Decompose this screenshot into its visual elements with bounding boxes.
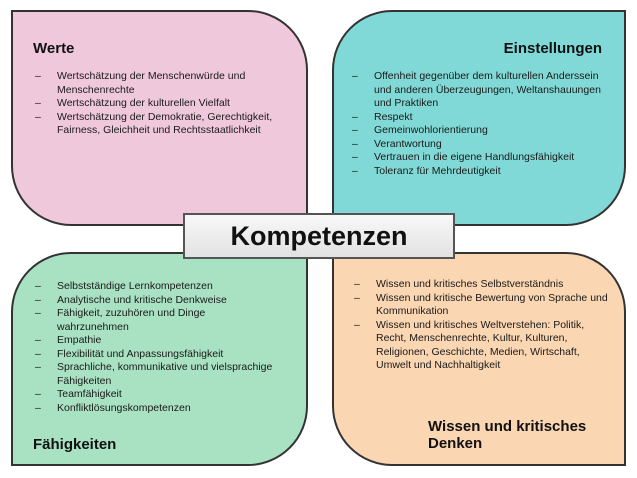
list-item: Wertschätzung der Demokratie, Gerechtigk… <box>35 111 285 138</box>
werte-panel: Werte Wertschätzung der Menschenwürde un… <box>11 10 308 226</box>
list-item: Vertrauen in die eigene Handlungsfähigke… <box>352 151 610 165</box>
list-item: Flexibilität und Anpassungsfähigkeit <box>35 348 275 362</box>
list-item: Wertschätzung der kulturellen Vielfalt <box>35 97 285 111</box>
list-item: Wissen und kritisches Selbstverständnis <box>354 278 616 292</box>
list-item: Wissen und kritische Bewertung von Sprac… <box>354 292 616 319</box>
list-item: Offenheit gegenüber dem kulturellen Ande… <box>352 70 610 111</box>
list-item: Fähigkeit, zuzuhören und Dinge wahrzuneh… <box>35 307 275 334</box>
list-item: Selbstständige Lernkompetenzen <box>35 280 275 294</box>
wissen-title: Wissen und kritisches Denken <box>428 418 587 452</box>
werte-title: Werte <box>33 40 75 57</box>
list-item: Sprachliche, kommunikative und vielsprac… <box>35 361 275 388</box>
faehigkeiten-panel: Selbstständige Lernkompetenzen Analytisc… <box>11 252 308 466</box>
werte-list: Wertschätzung der Menschenwürde und Mens… <box>35 70 285 138</box>
list-item: Respekt <box>352 111 610 125</box>
list-item: Gemeinwohlorientierung <box>352 124 610 138</box>
list-item: Empathie <box>35 334 275 348</box>
einstellungen-panel: Einstellungen Offenheit gegenüber dem ku… <box>332 10 626 226</box>
list-item: Wertschätzung der Menschenwürde und Mens… <box>35 70 285 97</box>
kompetenzen-label: Kompetenzen <box>183 213 455 259</box>
list-item: Konfliktlösungskompetenzen <box>35 402 275 416</box>
faehigkeiten-title: Fähigkeiten <box>33 436 117 453</box>
einstellungen-list: Offenheit gegenüber dem kulturellen Ande… <box>352 70 610 178</box>
list-item: Verantwortung <box>352 138 610 152</box>
list-item: Wissen und kritisches Weltverstehen: Pol… <box>354 319 616 373</box>
wissen-panel: Wissen und kritisches Selbstverständnis … <box>332 252 626 466</box>
einstellungen-title: Einstellungen <box>503 40 602 57</box>
faehigkeiten-list: Selbstständige Lernkompetenzen Analytisc… <box>35 280 275 415</box>
list-item: Teamfähigkeit <box>35 388 275 402</box>
list-item: Toleranz für Mehrdeutigkeit <box>352 165 610 179</box>
wissen-list: Wissen und kritisches Selbstverständnis … <box>354 278 616 373</box>
list-item: Analytische und kritische Denkweise <box>35 294 275 308</box>
